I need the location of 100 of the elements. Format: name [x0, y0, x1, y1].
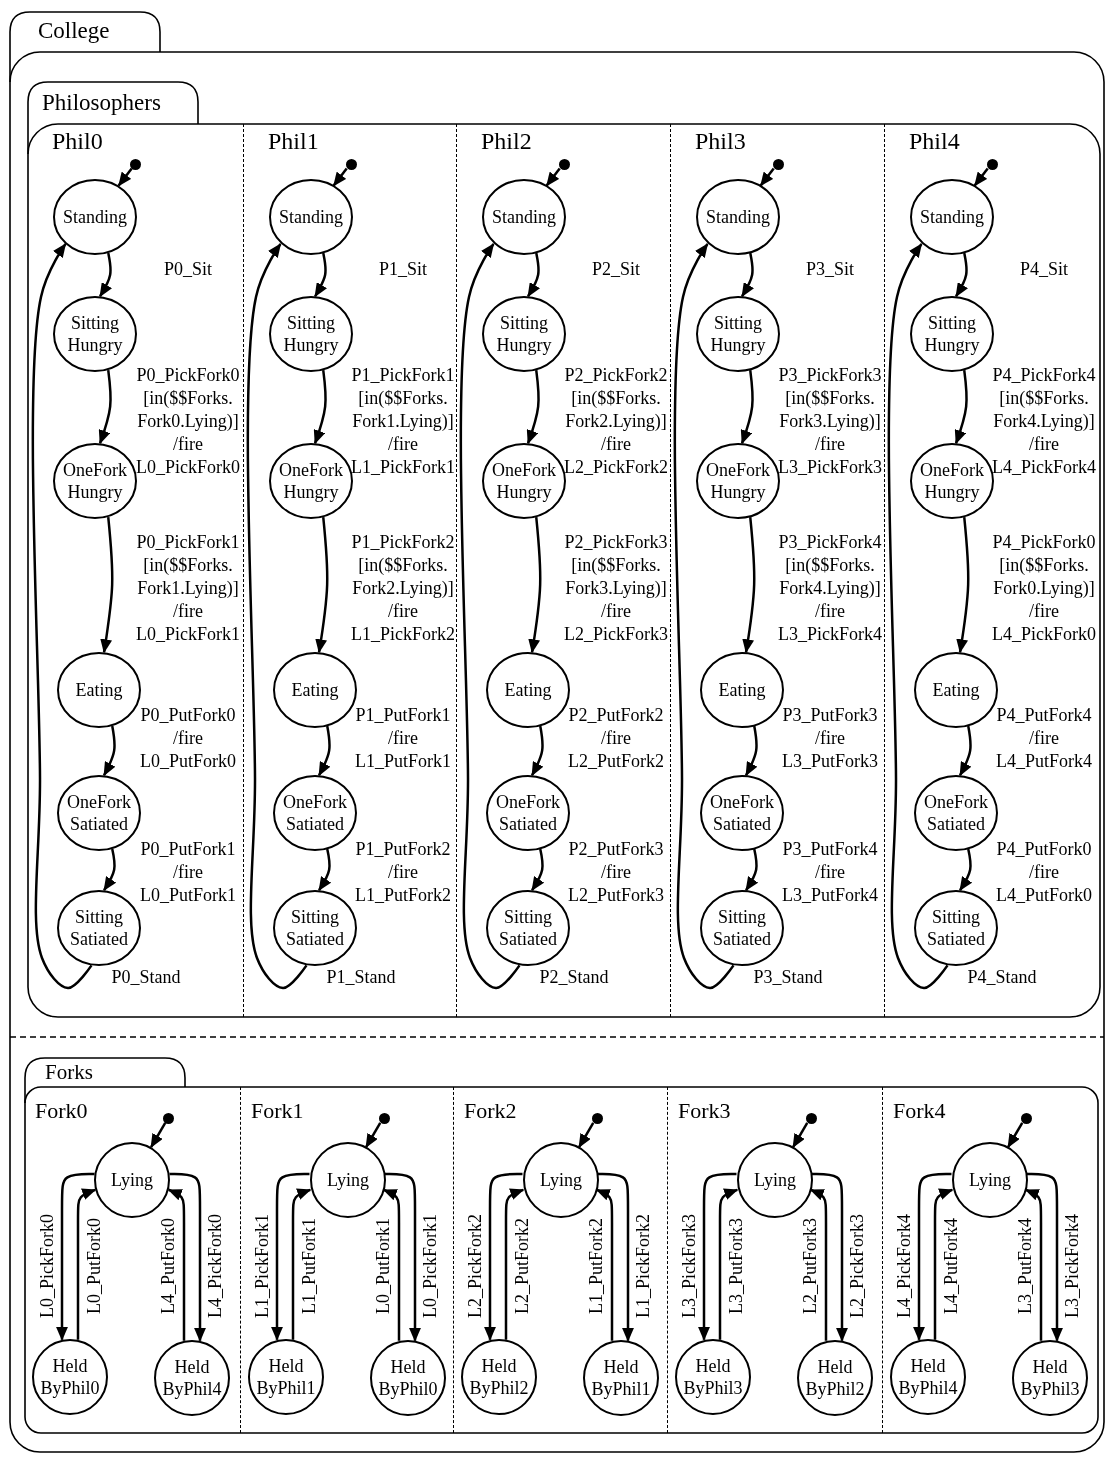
transition-label: P0_PutFork1 /fire L0_PutFork1 — [140, 838, 236, 907]
transition-arrow — [578, 1122, 595, 1148]
state-name: Lying — [540, 1169, 582, 1191]
transition-label: P0_Sit — [164, 258, 213, 281]
state-name: Standing — [706, 206, 770, 228]
state-name: OneFork Hungry — [920, 459, 984, 503]
transition-arrow — [811, 1172, 848, 1342]
initial-state-dot — [805, 1112, 817, 1124]
transition-arrow — [959, 848, 973, 892]
region-name: Fork2 — [464, 1098, 517, 1124]
state-name: Sitting Hungry — [496, 312, 552, 356]
state-circle — [696, 443, 780, 519]
transition-arrow — [315, 516, 329, 654]
state-circle — [914, 775, 998, 851]
transition-arrow — [597, 1172, 634, 1342]
transition-label: P4_Stand — [967, 966, 1037, 989]
state-circle — [273, 775, 357, 851]
region-name: Fork4 — [893, 1098, 946, 1124]
transition-arrow — [545, 167, 561, 187]
transition-label: P3_Stand — [753, 966, 823, 989]
state-circle — [797, 1340, 873, 1416]
composite-state — [10, 12, 1104, 1452]
state-circle — [890, 1339, 966, 1415]
state-circle — [700, 652, 784, 728]
transition-arrow — [958, 725, 972, 777]
transition-arrow — [740, 369, 754, 445]
region-name: Phil4 — [909, 128, 960, 156]
transition-arrow — [317, 725, 331, 777]
state-circle — [273, 652, 357, 728]
transition-label: L0_PutFork1 — [373, 1218, 393, 1314]
initial-state-dot — [558, 158, 570, 170]
transition-arrow — [742, 516, 756, 654]
transition-arrow — [673, 243, 735, 990]
region-name: Phil2 — [481, 128, 532, 156]
state-circle — [482, 443, 566, 519]
transition-arrow — [956, 516, 970, 654]
transition-arrow — [103, 848, 117, 892]
initial-state-dot — [345, 158, 357, 170]
state-circle — [310, 1142, 386, 1218]
state-circle — [53, 443, 137, 519]
transition-label: P3_Sit — [806, 258, 855, 281]
transition-arrow — [271, 1172, 310, 1341]
initial-state-dot — [129, 158, 141, 170]
transition-label: P2_PutFork2 /fire L2_PutFork2 — [568, 704, 664, 773]
transition-label: P2_Stand — [539, 966, 609, 989]
initial-state-dot — [986, 158, 998, 170]
transition-label: P2_PickFork3 [in($$Forks. Fork3.Lying)] /fire L2_PickFork3 — [564, 531, 668, 646]
state-circle — [700, 890, 784, 966]
transition-arrow — [246, 243, 308, 990]
state-name: OneFork Hungry — [63, 459, 127, 503]
state-circle — [269, 443, 353, 519]
transition-arrow — [526, 369, 540, 445]
state-name: Sitting Hungry — [924, 312, 980, 356]
state-name: Standing — [492, 206, 556, 228]
transition-label: P1_PutFork1 /fire L1_PutFork1 — [355, 704, 451, 773]
transition-arrow — [698, 1172, 737, 1341]
transition-label: P1_PutFork2 /fire L1_PutFork2 — [355, 838, 451, 907]
transition-arrow — [31, 243, 93, 990]
state-name: Held ByPhil4 — [898, 1355, 958, 1399]
initial-state-dot — [162, 1112, 174, 1124]
state-circle — [910, 296, 994, 372]
transition-label: L1_PickFork1 — [252, 1213, 272, 1318]
state-name: OneFork Satiated — [924, 791, 988, 835]
region-name: Phil3 — [695, 128, 746, 156]
transition-label: P4_PutFork4 /fire L4_PutFork4 — [996, 704, 1092, 773]
state-name: Eating — [75, 679, 123, 701]
transition-arrow — [933, 1188, 954, 1340]
state-name: Held ByPhil0 — [378, 1356, 438, 1400]
transition-label: P4_PickFork4 [in($$Forks. Fork4.Lying)] /fire L4_PickFork4 — [992, 364, 1096, 479]
state-circle — [952, 1142, 1028, 1218]
state-circle — [53, 179, 137, 255]
state-name: Eating — [291, 679, 339, 701]
transition-label: L0_PickFork0 — [37, 1213, 57, 1318]
composite-state-name: Philosophers — [42, 90, 161, 117]
state-name: Eating — [718, 679, 766, 701]
state-name: Sitting Hungry — [283, 312, 339, 356]
state-name: Standing — [279, 206, 343, 228]
transition-arrow — [169, 1172, 206, 1342]
composite-state-name: Forks — [45, 1060, 93, 1085]
state-name: Sitting Hungry — [710, 312, 766, 356]
transition-arrow — [117, 167, 133, 187]
transition-label: P2_Sit — [592, 258, 641, 281]
transition-arrow — [314, 252, 327, 298]
state-name: OneFork Hungry — [279, 459, 343, 503]
transition-label: L1_PutFork1 — [299, 1217, 319, 1314]
state-name: OneFork Satiated — [283, 791, 347, 835]
transition-label: L2_PickFork3 — [847, 1214, 867, 1318]
initial-state-dot — [591, 1112, 603, 1124]
state-circle — [482, 179, 566, 255]
state-name: OneFork Satiated — [710, 791, 774, 835]
transition-label: L1_PutFork2 — [586, 1218, 606, 1314]
state-circle — [486, 652, 570, 728]
state-name: Lying — [969, 1169, 1011, 1191]
state-name: Eating — [504, 679, 552, 701]
transition-label: P3_PickFork4 [in($$Forks. Fork4.Lying)] /fire L3_PickFork4 — [778, 531, 882, 646]
state-circle — [914, 890, 998, 966]
transition-arrow — [973, 167, 989, 187]
composite-state — [28, 82, 1100, 1017]
transition-arrow — [167, 1188, 186, 1341]
state-name: Sitting Satiated — [286, 906, 344, 950]
